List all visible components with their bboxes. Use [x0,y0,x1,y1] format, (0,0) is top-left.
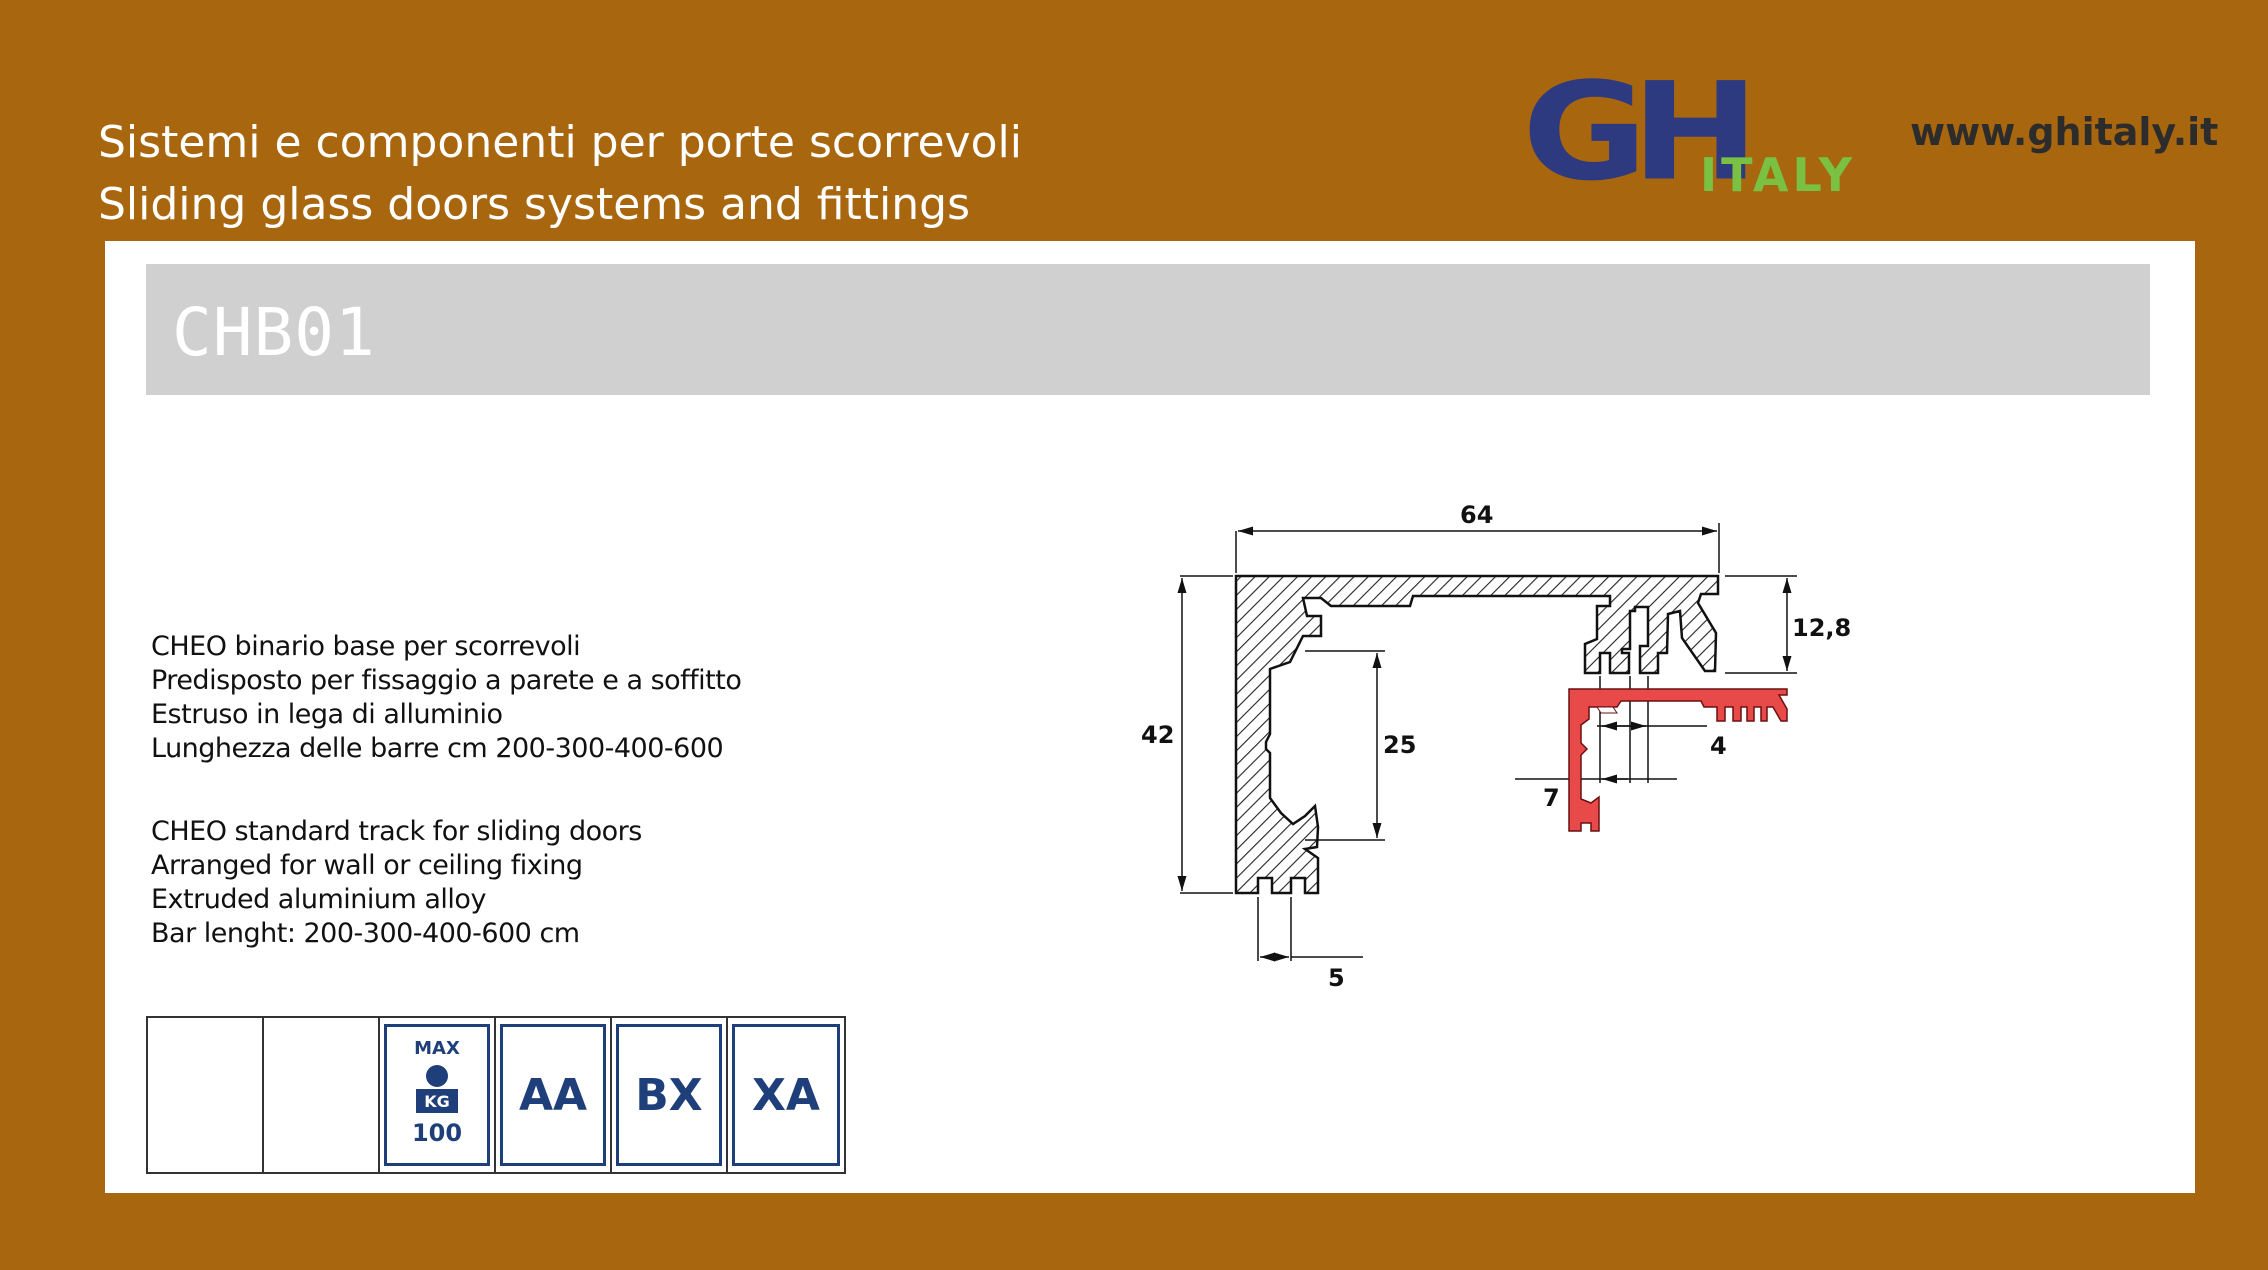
website-link[interactable]: www.ghitaly.it [1910,110,2219,154]
code-badge: AA [500,1024,606,1166]
kg-value: 100 [411,1119,463,1147]
header-line-english: Sliding glass doors systems and fittings [98,179,970,230]
code-badge: XA [732,1024,840,1166]
profile-thumbnail [1568,688,1788,832]
desc-it-line: CHEO binario base per scorrevoli [151,631,581,662]
ghitaly-logo: GH ITALY [1522,66,1856,196]
empty-cell [264,1018,380,1172]
logo-italy: ITALY [1700,148,1856,196]
dim-width: 64 [1460,501,1493,529]
desc-en-line: Bar lenght: 200-300-400-600 cm [151,918,580,949]
code-cell: BX [612,1018,728,1172]
description-english: CHEO standard track for sliding doors Ar… [151,815,642,951]
logo-gh: GH [1522,66,1746,196]
desc-en-line: Arranged for wall or ceiling fixing [151,850,583,881]
desc-it-line: Predisposto per fissaggio a parete e a s… [151,665,742,696]
dim-inner: 25 [1383,731,1416,759]
empty-cell [148,1018,264,1172]
code-badge: BX [616,1024,722,1166]
desc-it-line: Lunghezza delle barre cm 200-300-400-600 [151,733,724,764]
dim-top-depth: 12,8 [1792,614,1851,642]
desc-en-line: Extruded aluminium alloy [151,884,486,915]
description-italian: CHEO binario base per scorrevoli Predisp… [151,630,742,766]
max-load-badge: MAX KG 100 [384,1024,490,1166]
header-line-italian: Sistemi e componenti per porte scorrevol… [98,117,1022,168]
weight-icon [426,1065,448,1087]
profile-technical-drawing: 64 42 25 12,8 4 7 5 [1141,501,1851,992]
code-cell: XA [728,1018,844,1172]
dim-offset: 7 [1543,784,1560,812]
title-bar: CHB01 [146,264,2150,395]
dim-slot: 4 [1710,732,1727,760]
code-cell: AA [496,1018,612,1172]
kg-label: KG [416,1089,458,1113]
max-load-cell: MAX KG 100 [380,1018,496,1172]
badge-table: MAX KG 100 AA BX XA [146,1016,846,1174]
desc-en-line: CHEO standard track for sliding doors [151,816,642,847]
dim-bottom: 5 [1328,964,1345,992]
header-text: Sistemi e componenti per porte scorrevol… [98,112,1022,236]
desc-it-line: Estruso in lega di alluminio [151,699,503,730]
product-code: CHB01 [172,294,376,371]
product-panel: CHB01 CHEO binario base per scorrevoli P… [105,241,2195,1193]
profile-section [1234,574,1720,895]
max-label: MAX [414,1038,460,1059]
dim-height: 42 [1141,721,1174,749]
